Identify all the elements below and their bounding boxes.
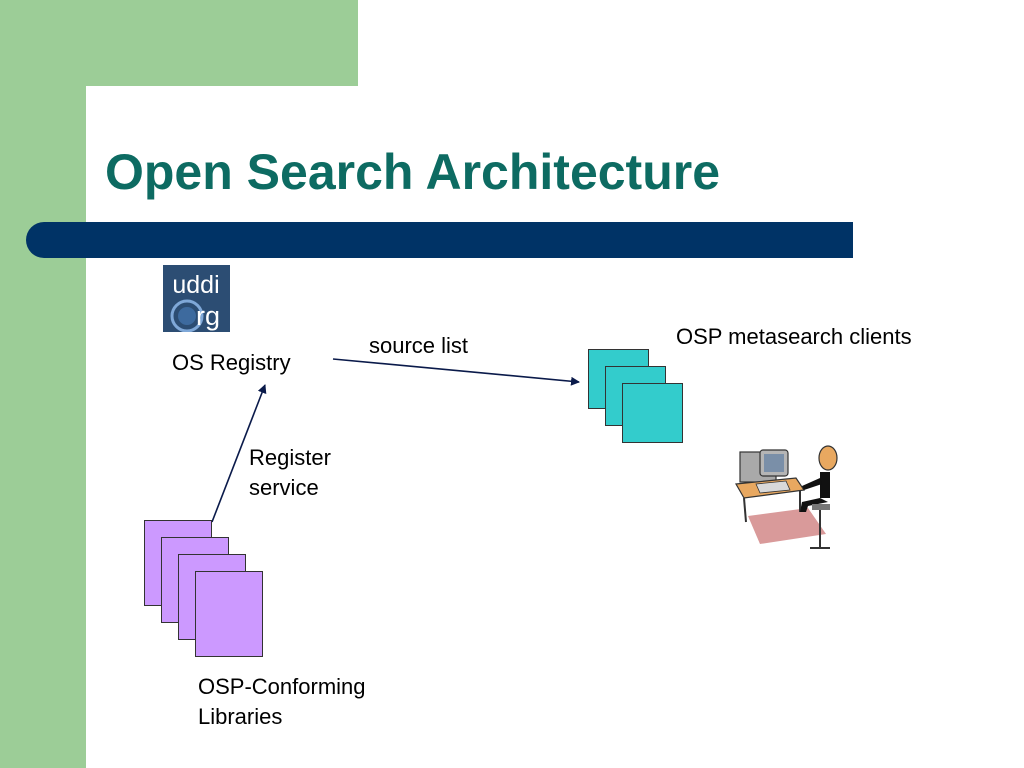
- metasearch-clients-label: OSP metasearch clients: [676, 324, 912, 349]
- libraries-label: OSP-Conforming Libraries: [198, 672, 418, 732]
- logo-text-org: rg: [196, 301, 220, 331]
- register-service-line2: service: [249, 475, 319, 500]
- libraries-line1: OSP-Conforming: [198, 674, 366, 699]
- os-registry-label: OS Registry: [172, 350, 291, 375]
- person-at-computer-icon: [735, 445, 838, 549]
- libraries-line2: Libraries: [198, 704, 283, 729]
- register-service-label: Register service: [249, 443, 369, 503]
- logo-text-uddi: uddi: [172, 271, 219, 299]
- library-document: [195, 571, 263, 657]
- background-green-sidebar: [0, 0, 86, 768]
- client-document: [622, 383, 683, 443]
- uddi-logo-icon: uddi rg: [163, 265, 230, 332]
- source-list-label: source list: [369, 333, 469, 358]
- register-service-line1: Register: [249, 445, 331, 470]
- slide-title: Open Search Architecture: [105, 144, 721, 200]
- content-rounded-corner: [86, 86, 206, 206]
- background-green-top: [86, 0, 358, 86]
- title-underline-bar: [26, 222, 853, 258]
- source-list-arrow: [332, 358, 580, 386]
